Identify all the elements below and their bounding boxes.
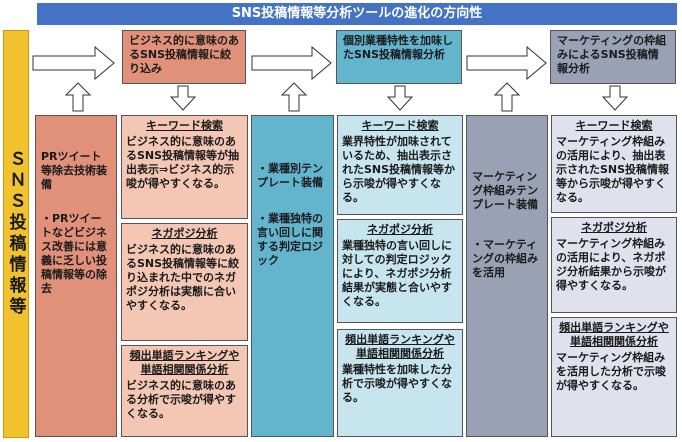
result-body-frequency-3: マーケティング枠組みを活用した分析で示唆が得やすくなる。 [556,351,666,392]
sns-source-label: ＳＮＳ投稿情報等 [5,150,26,318]
result-heading-frequency-2: 頻出単語ランキングや単語相関関係分析 [345,333,455,360]
result-box-negapoji-1: ネガポジ分析 ビジネス的に意味のあるSNS投稿情報等に絞り込まれた中でのネガポジ… [121,223,248,341]
result-body-frequency-1: ビジネス的に意味のある分析で示唆が得やすくなる。 [126,379,236,420]
result-body-negapoji-3: マーケティング枠組みの活用により、ネガポジ分析結果から示唆が得やすくなる。 [556,237,666,292]
right-arrow-2 [251,45,332,81]
up-arrow-1 [64,82,92,112]
right-arrow-1 [32,45,115,81]
result-body-negapoji-1: ビジネス的に意味のあるSNS投稿情報等に絞り込まれた中でのネガポジ分析は実態に合… [126,243,240,312]
result-heading-keyword-1: キーワード検索 [146,119,223,132]
result-heading-frequency-3: 頻出単語ランキングや単語相関関係分析 [559,321,669,348]
result-box-keyword-2: キーワード検索 業界特性が加味されているため、抽出表示されたSNS投稿情報等から… [337,115,463,215]
tech-desc-industry-template: ・業種独特の言い回しに関する判定ロジック [257,212,323,267]
tech-title-pr-removal: PRツイート等除去技術装備 [41,150,107,191]
result-box-keyword-3: キーワード検索 マーケティング枠組みの活用により、抽出表示されたSNS投稿情報等… [551,115,677,213]
result-heading-keyword-2: キーワード検索 [361,119,439,132]
up-arrow-2 [280,82,308,112]
result-body-frequency-2: 業種特性を加味した分析で示唆が得やすくなる。 [342,363,452,404]
tech-desc-marketing-template: ・マーケティングの枠組みを活用 [472,238,538,279]
tech-box-pr-removal: PRツイート等除去技術装備 ・PRツイートなどビジネス改善には意義に乏しい投稿情… [35,115,117,437]
stage-title-2: 個別業種特性を加味したSNS投稿情報分析 [343,34,453,61]
result-box-frequency-2: 頻出単語ランキングや単語相関関係分析 業種特性を加味した分析で示唆が得やすくなる… [337,329,463,437]
result-heading-keyword-3: キーワード検索 [575,119,653,132]
right-arrow-3 [466,45,547,81]
stage-box-2: 個別業種特性を加味したSNS投稿情報分析 [336,30,462,84]
down-arrow-1 [169,85,197,111]
result-heading-negapoji-2: ネガポジ分析 [367,223,433,236]
result-body-keyword-2: 業界特性が加味されているため、抽出表示されたSNS投稿情報等から示唆が得やすくな… [342,135,456,204]
result-box-negapoji-2: ネガポジ分析 業種独特の言い回しに対しての判定ロジックにより、ネガポジ分析結果が… [337,219,463,323]
stage-box-3: マーケティングの枠組みによるSNS投稿情報分析 [550,30,676,84]
result-box-keyword-1: キーワード検索 ビジネス的に意味のあるSNS投稿情報等が抽出表示⇒ビジネス的示唆… [121,115,248,219]
stage-box-1: ビジネス的に意味のあるSNS投稿情報に絞り込み [122,30,246,84]
stage-title-1: ビジネス的に意味のあるSNS投稿情報に絞り込み [129,34,239,75]
result-heading-negapoji-1: ネガポジ分析 [151,227,218,240]
result-body-negapoji-2: 業種独特の言い回しに対しての判定ロジックにより、ネガポジ分析結果が実態と合いやす… [342,239,452,308]
result-heading-negapoji-3: ネガポジ分析 [581,221,647,234]
diagram-title: SNS投稿情報等分析ツールの進化の方向性 [37,3,677,25]
tech-box-marketing-template: マーケティング枠組みテンプレート装備 ・マーケティングの枠組みを活用 [466,115,548,437]
down-arrow-3 [601,85,629,111]
result-heading-frequency-1: 頻出単語ランキングや単語相関関係分析 [129,349,240,376]
tech-desc-pr-removal: ・PRツイートなどビジネス改善には意義に乏しい投稿情報等の除去 [41,212,107,295]
tech-title-industry-template: ・業種別テンプレート装備 [257,162,323,189]
stage-title-3: マーケティングの枠組みによるSNS投稿情報分析 [557,34,667,75]
result-box-frequency-1: 頻出単語ランキングや単語相関関係分析 ビジネス的に意味のある分析で示唆が得やすく… [121,345,248,437]
tech-title-marketing-template: マーケティング枠組みテンプレート装備 [472,170,538,211]
tech-box-industry-template: ・業種別テンプレート装備 ・業種独特の言い回しに関する判定ロジック [251,115,334,437]
down-arrow-2 [386,85,414,111]
result-box-negapoji-3: ネガポジ分析 マーケティング枠組みの活用により、ネガポジ分析結果から示唆が得やす… [551,217,677,313]
sns-source-bar: ＳＮＳ投稿情報等 [3,30,29,438]
up-arrow-3 [493,82,521,112]
result-box-frequency-3: 頻出単語ランキングや単語相関関係分析 マーケティング枠組みを活用した分析で示唆が… [551,317,677,437]
result-body-keyword-3: マーケティング枠組みの活用により、抽出表示されたSNS投稿情報等から示唆が得やす… [556,135,670,204]
result-body-keyword-1: ビジネス的に意味のあるSNS投稿情報等が抽出表示⇒ビジネス的示唆が得やすくなる。 [126,135,240,190]
